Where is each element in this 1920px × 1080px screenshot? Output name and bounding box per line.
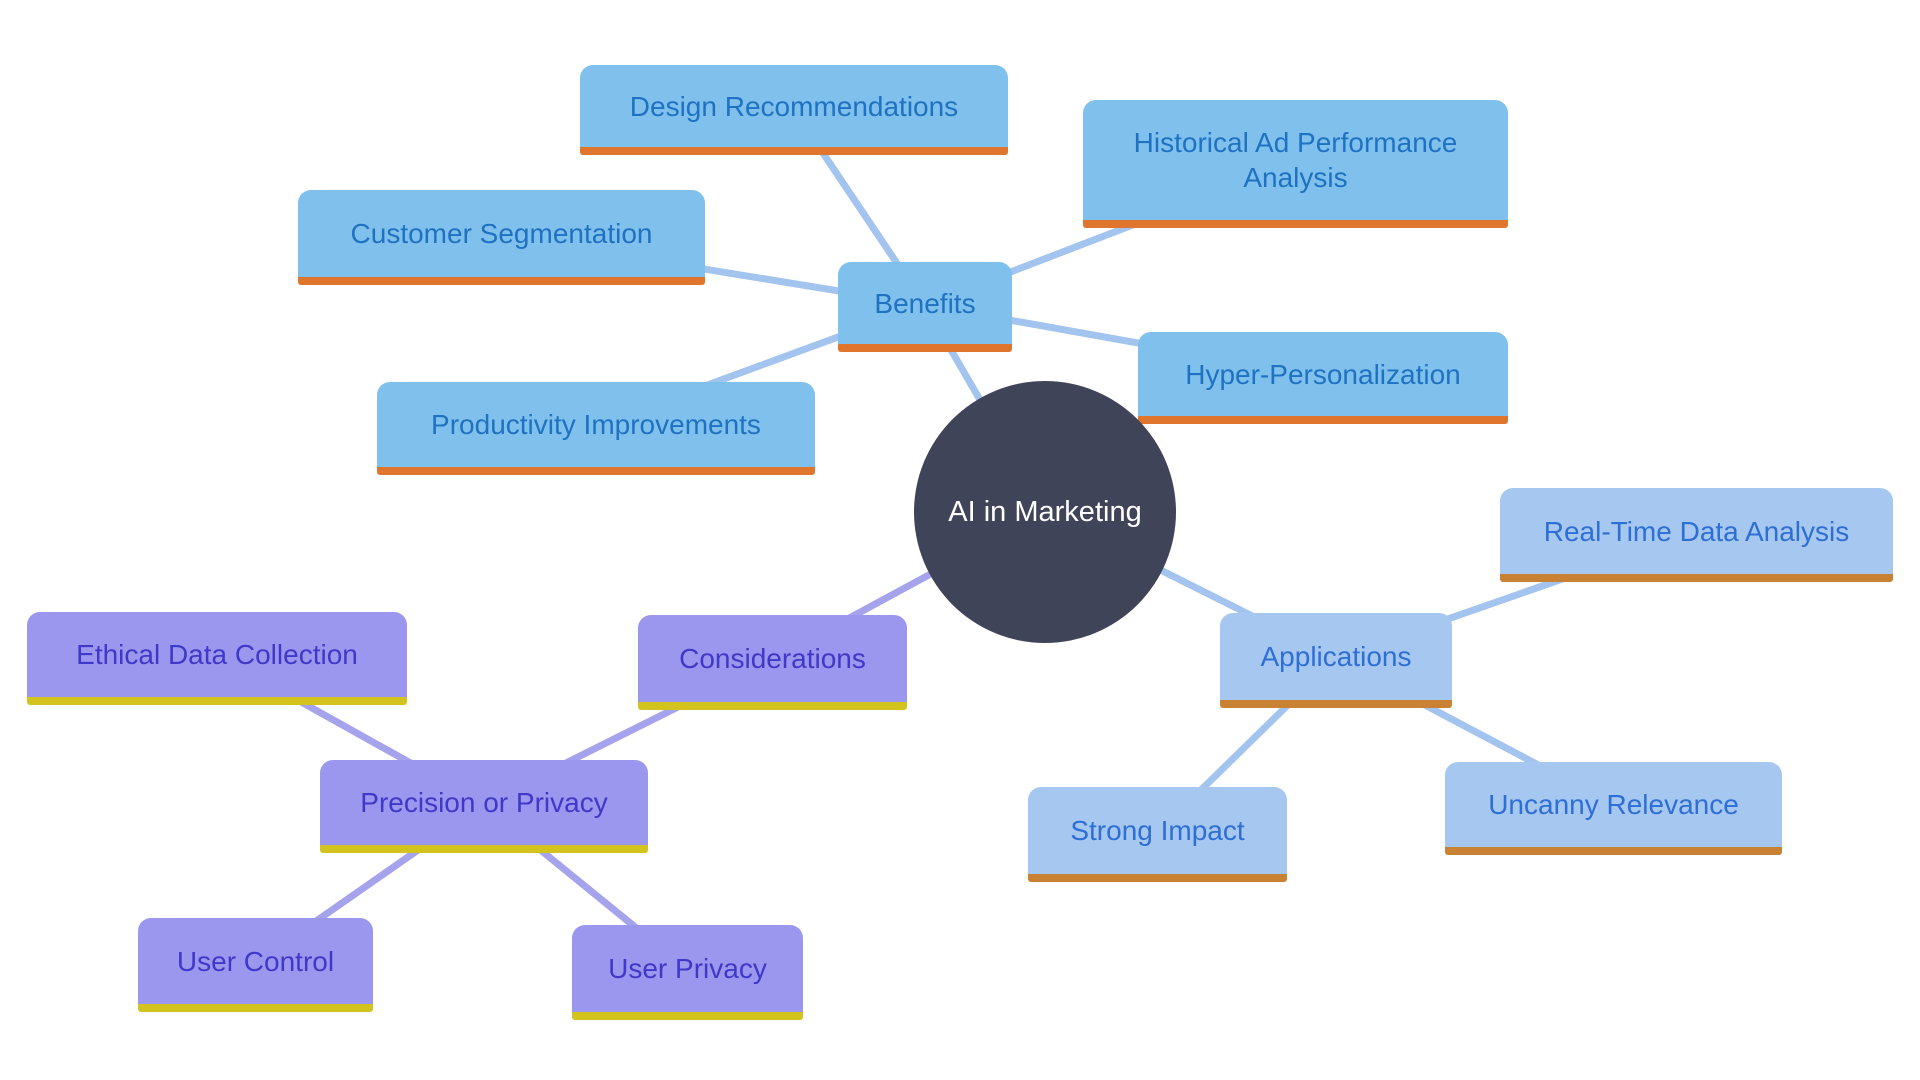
node-real-time-data-analysis[interactable]: Real-Time Data Analysis <box>1500 488 1893 582</box>
node-applications[interactable]: Applications <box>1220 613 1452 708</box>
node-user-privacy[interactable]: User Privacy <box>572 925 803 1020</box>
node-design-recommendations[interactable]: Design Recommendations <box>580 65 1008 155</box>
central-node-ai-in-marketing[interactable]: AI in Marketing <box>914 381 1176 643</box>
node-considerations[interactable]: Considerations <box>638 615 907 710</box>
node-benefits[interactable]: Benefits <box>838 262 1012 352</box>
node-ethical-data-collection[interactable]: Ethical Data Collection <box>27 612 407 705</box>
node-strong-impact[interactable]: Strong Impact <box>1028 787 1287 882</box>
node-productivity-improvements[interactable]: Productivity Improvements <box>377 382 815 475</box>
node-uncanny-relevance[interactable]: Uncanny Relevance <box>1445 762 1782 855</box>
node-historical-ad-performance-analysis[interactable]: Historical Ad Performance Analysis <box>1083 100 1508 228</box>
node-precision-or-privacy[interactable]: Precision or Privacy <box>320 760 648 853</box>
node-hyper-personalization[interactable]: Hyper-Personalization <box>1138 332 1508 424</box>
node-customer-segmentation[interactable]: Customer Segmentation <box>298 190 705 285</box>
node-user-control[interactable]: User Control <box>138 918 373 1012</box>
